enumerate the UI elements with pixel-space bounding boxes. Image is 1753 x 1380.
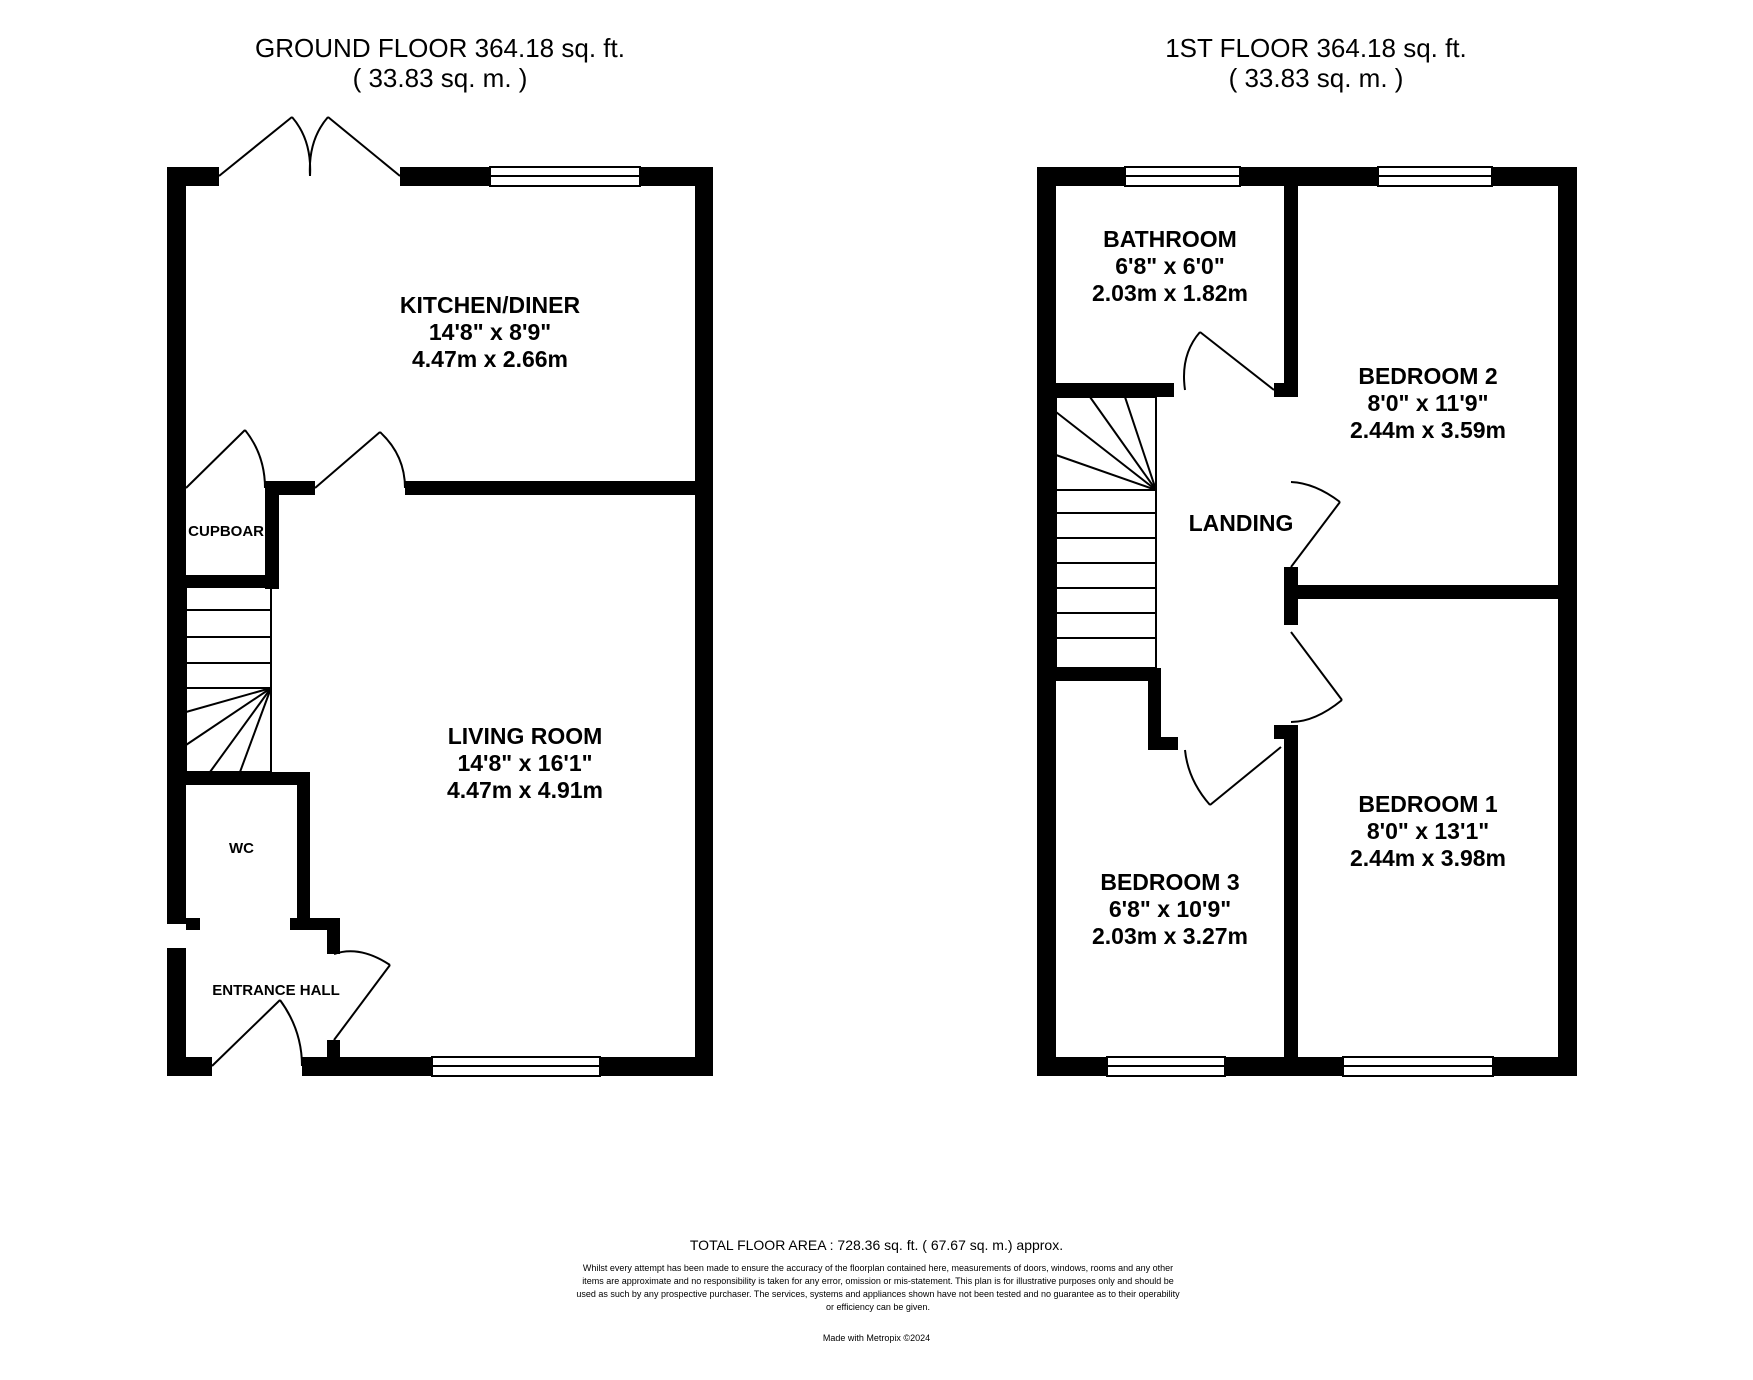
made-with-credit: Made with Metropix ©2024: [822, 1333, 931, 1343]
room-name: KITCHEN/DINER: [399, 292, 581, 318]
room-label-kitchen: KITCHEN/DINER 14'8" x 8'9" 4.47m x 2.66m: [340, 292, 640, 373]
room-label-landing: LANDING: [1156, 510, 1326, 537]
kitchen-window: [489, 166, 641, 187]
room-imperial: 6'8" x 10'9": [1108, 896, 1232, 922]
disclaimer-text: Whilst every attempt has been made to en…: [576, 1263, 1180, 1312]
room-name: WC: [229, 840, 254, 857]
ground-floor-subtitle: ( 33.83 sq. m. ): [352, 63, 528, 93]
ground-floor-header: GROUND FLOOR 364.18 sq. ft. ( 33.83 sq. …: [186, 33, 694, 93]
room-name: BEDROOM 2: [1358, 363, 1498, 389]
bedroom3-door: [1184, 746, 1282, 806]
first-floor-title: 1ST FLOOR 364.18 sq. ft.: [1165, 33, 1467, 63]
room-metric: 4.47m x 4.91m: [446, 777, 603, 803]
total-floor-area: TOTAL FLOOR AREA : 728.36 sq. ft. ( 67.6…: [689, 1237, 1064, 1253]
bedroom2-door: [1290, 481, 1341, 568]
room-label-bedroom3: BEDROOM 3 6'8" x 10'9" 2.03m x 3.27m: [1056, 869, 1284, 950]
first-floor-subtitle: ( 33.83 sq. m. ): [1228, 63, 1404, 93]
kitchen-door: [314, 431, 406, 489]
first-floor-walls: [1037, 167, 1577, 1076]
first-floor-header: 1ST FLOOR 364.18 sq. ft. ( 33.83 sq. m. …: [1056, 33, 1576, 93]
hall-living-door: [333, 950, 391, 1041]
room-label-bedroom1: BEDROOM 1 8'0" x 13'1" 2.44m x 3.98m: [1298, 791, 1558, 872]
ground-floor-walls: [167, 167, 713, 1076]
room-name: LANDING: [1188, 510, 1294, 536]
room-name: BEDROOM 1: [1358, 791, 1498, 817]
room-name: ENTRANCE HALL: [212, 982, 340, 999]
room-metric: 2.03m x 1.82m: [1091, 280, 1248, 306]
room-label-wc: WC: [186, 835, 297, 862]
ground-floor-title: GROUND FLOOR 364.18 sq. ft.: [255, 33, 625, 63]
room-imperial: 14'8" x 16'1": [457, 750, 593, 776]
room-metric: 2.44m x 3.98m: [1349, 845, 1506, 871]
room-metric: 4.47m x 2.66m: [411, 346, 568, 372]
room-name: BATHROOM: [1103, 226, 1237, 252]
room-label-cupboard: CUPBOARD: [186, 518, 265, 545]
room-imperial: 8'0" x 13'1": [1366, 818, 1490, 844]
first-floor-stairs: [1055, 396, 1157, 669]
bathroom-door: [1183, 331, 1275, 391]
room-label-living: LIVING ROOM 14'8" x 16'1" 4.47m x 4.91m: [375, 723, 675, 804]
room-label-bathroom: BATHROOM 6'8" x 6'0" 2.03m x 1.82m: [1056, 226, 1284, 307]
room-name: LIVING ROOM: [447, 723, 603, 749]
cupboard-door: [185, 429, 266, 489]
room-label-hall: ENTRANCE HALL: [186, 977, 366, 1004]
room-metric: 2.44m x 3.59m: [1349, 417, 1506, 443]
bedroom1-door: [1290, 631, 1343, 723]
entrance-door: [211, 999, 303, 1067]
first-floor-plan: [1037, 166, 1577, 1077]
room-metric: 2.03m x 3.27m: [1091, 923, 1248, 949]
room-name: CUPBOARD: [188, 523, 265, 540]
room-label-bedroom2: BEDROOM 2 8'0" x 11'9" 2.44m x 3.59m: [1298, 363, 1558, 444]
room-name: BEDROOM 3: [1100, 869, 1240, 895]
room-imperial: 8'0" x 11'9": [1367, 390, 1489, 416]
room-imperial: 6'8" x 6'0": [1115, 253, 1225, 279]
kitchen-french-doors: [218, 116, 401, 177]
first-floor-windows: [1106, 166, 1494, 1077]
room-imperial: 14'8" x 8'9": [428, 319, 552, 345]
ground-floor-stairs: [185, 586, 272, 773]
living-window: [431, 1056, 601, 1077]
ground-floor-plan: [167, 116, 713, 1077]
